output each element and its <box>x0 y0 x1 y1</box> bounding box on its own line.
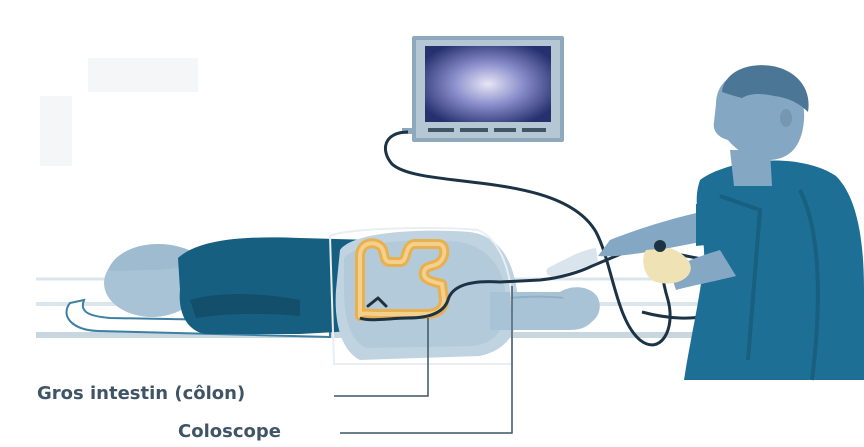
colonoscope-label: Coloscope <box>178 421 281 442</box>
background-panel <box>88 58 198 92</box>
video-monitor <box>402 36 564 142</box>
patient <box>66 228 599 364</box>
colon-label: Gros intestin (côlon) <box>37 383 245 404</box>
background-panel <box>40 96 72 166</box>
